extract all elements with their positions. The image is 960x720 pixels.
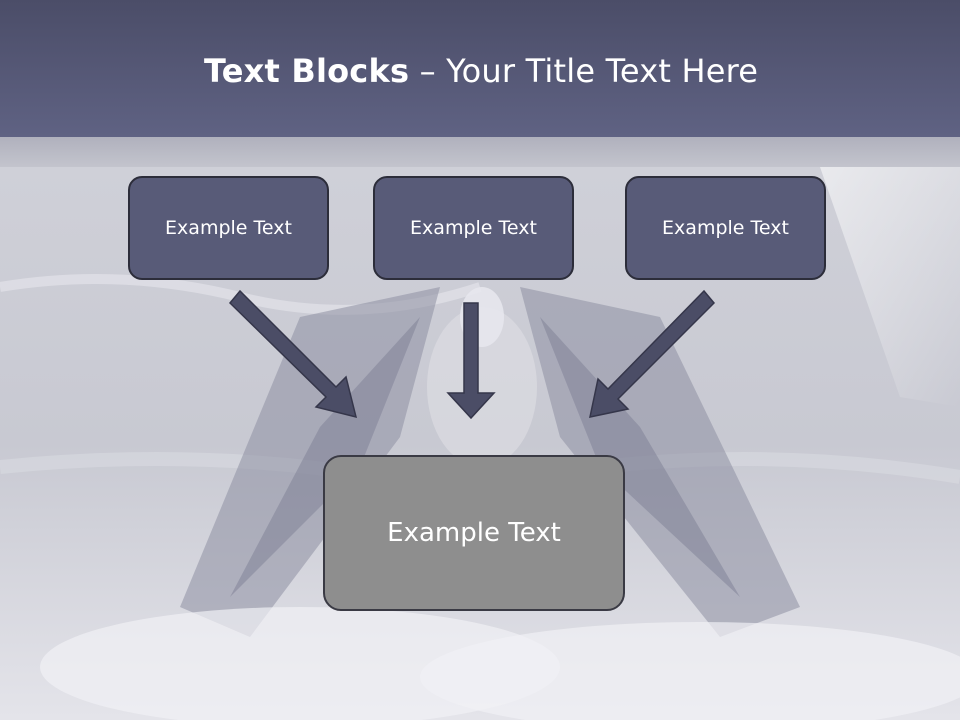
center-text-block[interactable]: Example Text	[323, 455, 625, 611]
center-text-block-label: Example Text	[387, 518, 561, 548]
header-strip	[0, 137, 960, 167]
title-rest: – Your Title Text Here	[409, 52, 759, 90]
title-bar: Text Blocks – Your Title Text Here	[0, 0, 960, 137]
text-block-2-label: Example Text	[410, 217, 537, 239]
arrow-center	[446, 302, 496, 420]
text-block-3-label: Example Text	[662, 217, 789, 239]
arrow-right	[589, 289, 716, 418]
text-block-2[interactable]: Example Text	[373, 176, 574, 280]
text-block-1[interactable]: Example Text	[128, 176, 329, 280]
arrow-left	[228, 289, 358, 419]
slide-title[interactable]: Text Blocks – Your Title Text Here	[204, 52, 758, 90]
text-block-1-label: Example Text	[165, 217, 292, 239]
title-bold: Text Blocks	[204, 52, 410, 90]
text-block-3[interactable]: Example Text	[625, 176, 826, 280]
